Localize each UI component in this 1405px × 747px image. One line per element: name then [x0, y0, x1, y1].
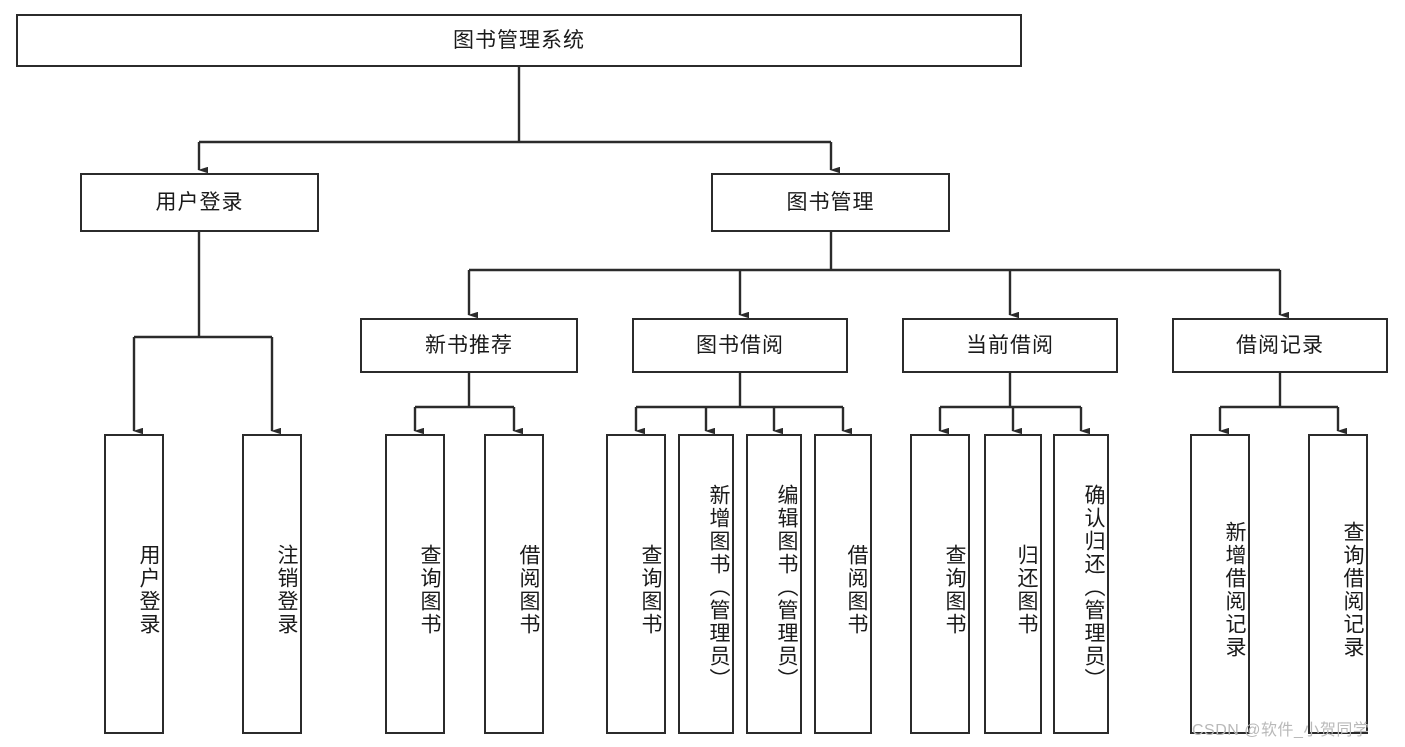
- leaf-user-login[interactable]: 用户登录: [104, 434, 164, 734]
- node-borrow-record[interactable]: 借阅记录: [1172, 318, 1388, 373]
- leaf-query-book-current[interactable]: 查询图书: [910, 434, 970, 734]
- leaf-return-book[interactable]: 归还图书: [984, 434, 1042, 734]
- node-new-book-recommend[interactable]: 新书推荐: [360, 318, 578, 373]
- node-current-borrow[interactable]: 当前借阅: [902, 318, 1118, 373]
- leaf-borrow-book-recommend[interactable]: 借阅图书: [484, 434, 544, 734]
- leaf-query-borrow-record[interactable]: 查询借阅记录: [1308, 434, 1368, 734]
- node-book-borrow[interactable]: 图书借阅: [632, 318, 848, 373]
- leaf-confirm-return-admin[interactable]: 确认归还（管理员）: [1053, 434, 1109, 734]
- leaf-query-book-recommend[interactable]: 查询图书: [385, 434, 445, 734]
- leaf-add-book-admin[interactable]: 新增图书（管理员）: [678, 434, 734, 734]
- leaf-query-book-borrow[interactable]: 查询图书: [606, 434, 666, 734]
- node-book-manage[interactable]: 图书管理: [711, 173, 950, 232]
- node-user-login[interactable]: 用户登录: [80, 173, 319, 232]
- leaf-logout-login[interactable]: 注销登录: [242, 434, 302, 734]
- leaf-add-borrow-record[interactable]: 新增借阅记录: [1190, 434, 1250, 734]
- leaf-edit-book-admin[interactable]: 编辑图书（管理员）: [746, 434, 802, 734]
- leaf-borrow-book[interactable]: 借阅图书: [814, 434, 872, 734]
- node-book-management-system[interactable]: 图书管理系统: [16, 14, 1022, 67]
